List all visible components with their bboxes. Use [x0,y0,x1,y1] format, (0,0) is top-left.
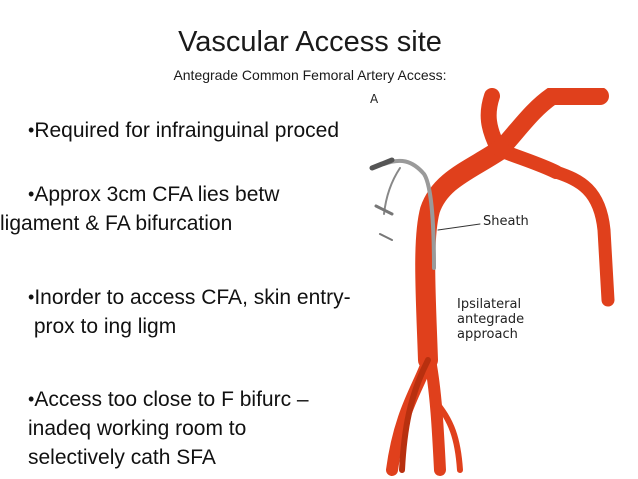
artery-branch-upper-left [480,88,506,156]
artery-bifurcation-right [493,143,563,179]
artery-small-branch-2 [431,397,463,473]
sheath-stopcock-tail [379,233,393,241]
bullet-marker: • [28,389,35,409]
bullet-item: •Inorder to access CFA, skin entry- prox… [28,283,351,341]
bullet-text: Required for infrainguinal proced [34,119,339,142]
artery-contralateral-vessel [549,165,615,307]
sheath-pointer [437,223,481,231]
approach-line: antegrade [457,312,525,327]
approach-line: Ipsilateral [457,297,522,312]
bullet-text: selectively cath SFA [28,446,216,469]
approach-line: approach [457,327,518,342]
artery-small-branch [399,357,431,473]
sheath-tube [382,158,436,270]
slide-subtitle: Antegrade Common Femoral Artery Access: [173,67,447,83]
diagram-label-a: A [370,92,379,106]
bullet-text: Approx 3cm CFA lies betw [34,183,280,206]
artery-sfa [424,354,446,476]
diagram-label-approach: Ipsilateral antegrade approach [457,297,524,342]
sheath-sidearm [383,167,401,215]
slide-title: Vascular Access site [178,26,442,58]
bullet-text: Inorder to access CFA, skin entry- [34,286,351,309]
bullet-item: •Access too close to F bifurc – inadeq w… [28,385,309,472]
femoral-artery-illustration [369,88,615,476]
bullet-marker: • [28,287,35,307]
sheath-stopcock [374,204,394,216]
bullet-item: •Required for infrainguinal proced [28,116,339,145]
sheath-hub [369,157,395,171]
artery-vessels [386,88,615,476]
bullet-marker: • [28,184,35,204]
bullet-text: inadeq working room to [28,417,247,440]
bullet-text: prox to ing ligm [28,315,177,338]
bullet-text: ligament & FA bifurcation [0,212,233,235]
sheath-device [369,157,481,270]
bullet-text: Access too close to F bifurc – [34,388,309,411]
artery-branch-upper-right [491,88,609,159]
artery-main-trunk [415,140,510,370]
diagram-label-sheath: Sheath [483,214,529,229]
bullet-marker: • [28,120,35,140]
bullet-item: •Approx 3cm CFA lies betw ligament & FA … [0,180,280,238]
